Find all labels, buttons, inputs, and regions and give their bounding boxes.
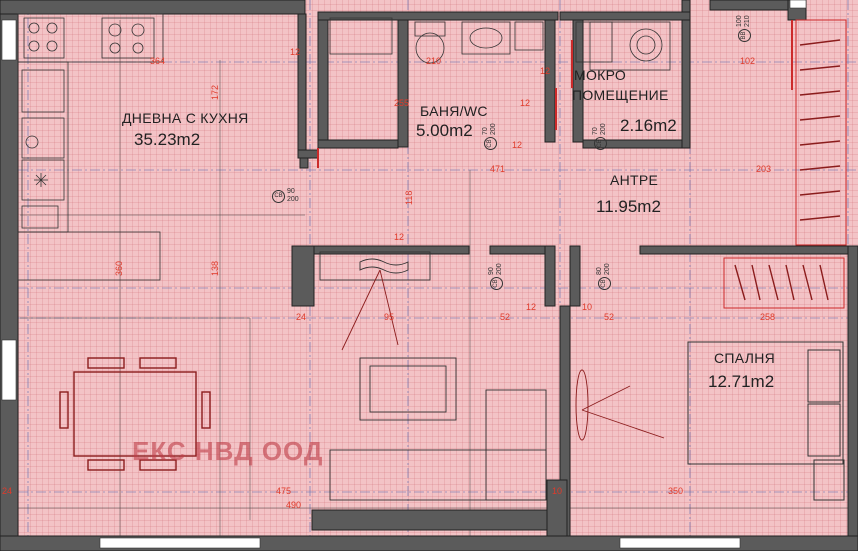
room-area-bath: 5.00m2	[416, 121, 473, 140]
kitchen-furniture	[17, 13, 164, 281]
room-name-utility-line1: МОКРО	[574, 67, 627, 83]
wardrobe-hangers	[734, 39, 841, 301]
dim-210: 210	[426, 56, 442, 66]
bed	[687, 341, 845, 501]
room-area-utility: 2.16m2	[620, 116, 677, 135]
dim-490: 490	[286, 500, 302, 510]
bathroom-fixtures	[329, 17, 671, 71]
dim-258: 258	[760, 312, 776, 322]
dim-10a: 10	[582, 302, 593, 312]
dim-138: 138	[210, 260, 220, 276]
dim-12a: 12	[290, 47, 301, 57]
dim-24a: 24	[296, 312, 307, 322]
room-name-hall: АНТРЕ	[610, 172, 659, 188]
dim-102: 102	[740, 56, 756, 66]
room-area-hall: 11.95m2	[596, 197, 661, 216]
dim-52a: 52	[500, 312, 511, 322]
watermark: ЕКС НВД ООД	[132, 436, 324, 466]
room-name-bath: БАНЯ/WC	[420, 103, 488, 119]
dim-10b: 10	[552, 486, 563, 496]
dim-172: 172	[210, 84, 220, 100]
dim-12d: 12	[526, 302, 537, 312]
dim-24b: 24	[2, 486, 13, 496]
room-area-bedroom: 12.71m2	[708, 372, 775, 391]
dining-set	[59, 357, 211, 471]
room-name-living: ДНЕВНА С КУХНЯ	[122, 110, 249, 126]
dim-52b: 52	[604, 312, 615, 322]
dim-350: 350	[668, 486, 684, 496]
door-leaves	[317, 20, 793, 168]
living-furniture	[319, 251, 547, 501]
dim-12c: 12	[520, 98, 531, 108]
room-name-bedroom: СПАЛНЯ	[714, 350, 776, 366]
wardrobe	[723, 19, 847, 309]
dim-475: 475	[276, 486, 292, 496]
dim-471: 471	[490, 164, 506, 174]
room-area-living: 35.23m2	[134, 130, 201, 149]
dim-12b: 12	[540, 66, 551, 76]
dim-12e: 12	[512, 140, 523, 150]
light-fixtures	[341, 269, 665, 441]
dim-95: 95	[384, 312, 395, 322]
windows	[1, 0, 807, 549]
dim-360: 360	[114, 260, 124, 276]
room-name-utility-line2: ПОМЕЩЕНИЕ	[572, 87, 669, 103]
dim-203: 203	[756, 164, 772, 174]
dim-118: 118	[404, 190, 414, 205]
dim-364: 364	[150, 56, 166, 66]
dim-255: 255	[394, 98, 410, 108]
dim-12f: 12	[394, 232, 405, 242]
